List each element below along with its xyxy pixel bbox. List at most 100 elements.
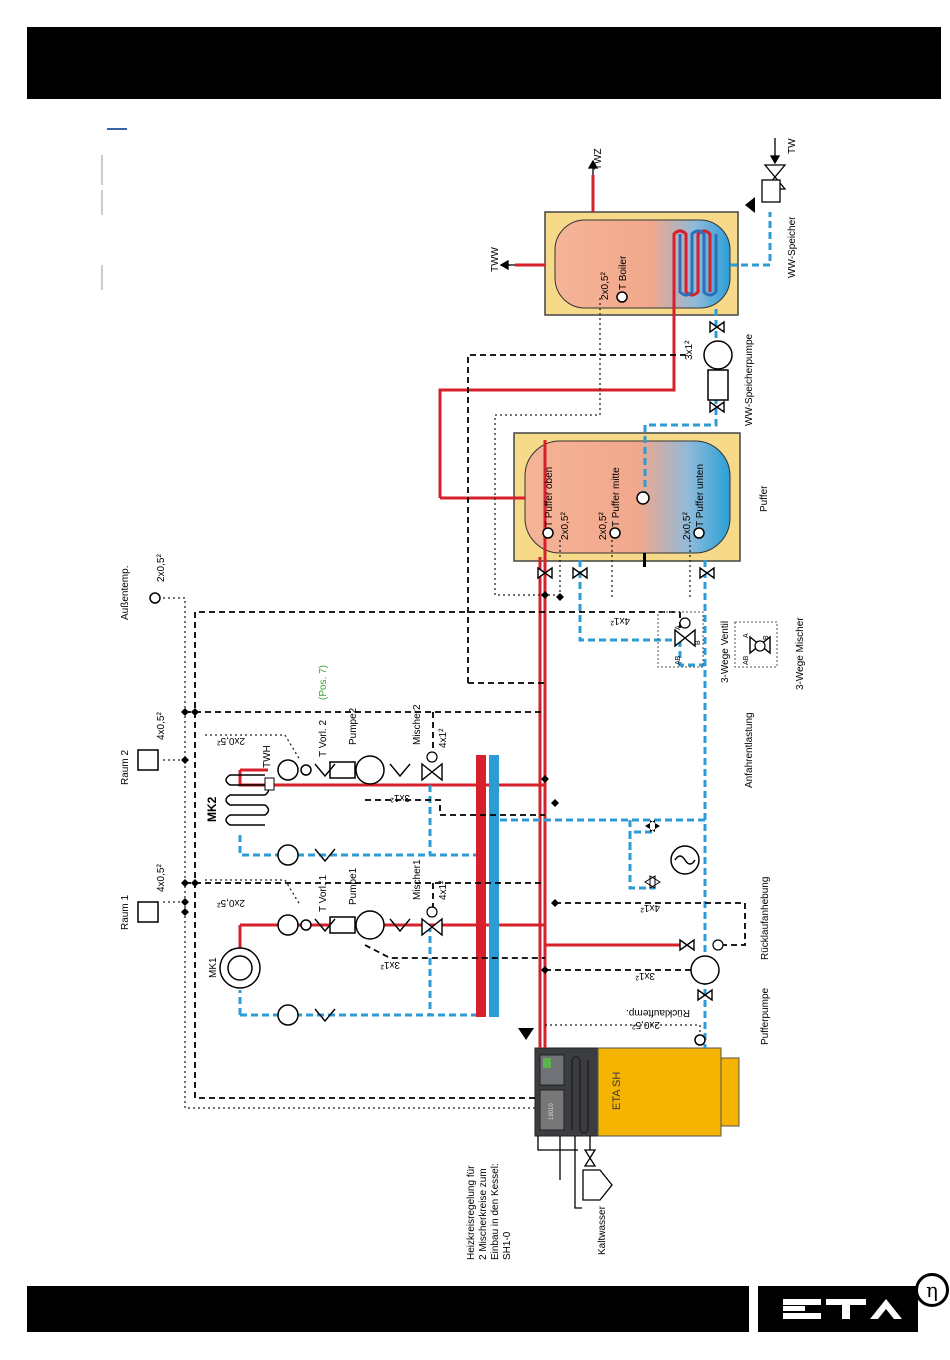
puffer-tank [513, 432, 741, 562]
label-pufferpumpe: Pufferpumpe [760, 987, 771, 1045]
label-eta-sh: ETA SH [611, 1072, 623, 1110]
label-t-puffer-mitte-cable: 2x0,5² [598, 512, 609, 540]
sensor-icon [149, 291, 706, 1046]
puffer-probe [643, 553, 646, 567]
motor-icon [426, 617, 766, 951]
flow-arrow-icon [499, 138, 781, 271]
junction-points [181, 591, 564, 974]
margin-mark [101, 190, 103, 215]
label-display-code: 19010 [549, 1103, 555, 1120]
eta-eta-symbol-icon: η [915, 1273, 949, 1307]
label-heizkreis-2: 2 Mischerkreise zum [478, 1168, 489, 1260]
label-mk2: MK2 [205, 796, 219, 822]
thermometer-icon [277, 759, 299, 1026]
pump-icon [355, 340, 733, 985]
label-boiler-cable: 2x0,5² [600, 272, 611, 300]
label-port-b: B [695, 640, 702, 645]
label-t-boiler: T Boiler [618, 255, 629, 290]
label-pumpe1: Pumpe1 [348, 867, 359, 905]
label-aussentemp-cable: 2x0,5² [156, 554, 167, 582]
label-raum2: Raum 2 [120, 750, 131, 785]
label-ww-speicherpumpe: WW-Speicherpumpe [744, 333, 755, 426]
label-ruecklauftemp: Rücklauftemp. [626, 1007, 690, 1018]
label-t-vorl2: T Vorl. 2 [318, 720, 329, 757]
heat-exchanger-wave [674, 855, 696, 865]
header-bar [27, 27, 941, 99]
label-mischer2: Mischer2 [412, 704, 423, 745]
rotated-labels: TWZ TWW TW WW-Speicher T Boiler 2x0,5² 3… [120, 138, 806, 1260]
label-twh: TWH [262, 745, 273, 768]
footer-bar [27, 1286, 749, 1332]
label-t-puffer-unten: T Puffer unten [695, 464, 706, 527]
tw-safety-valve-icon [745, 197, 755, 213]
label-raum1: Raum 1 [120, 895, 131, 930]
label-anfahrentlastung: Anfahrentlastung [744, 712, 755, 788]
sensor-lines [155, 297, 701, 1109]
drei-wege-mischer-box [734, 621, 778, 668]
label-twz: TWZ [593, 148, 604, 170]
label-mischer1: Mischer1 [412, 859, 423, 900]
drei-wege-ventil-box [657, 611, 704, 668]
label-kaltwasser: Kaltwasser [597, 1205, 608, 1255]
label-aussentemp: Außentemp. [120, 566, 131, 620]
label-puffer: Puffer [759, 485, 770, 512]
room-thermostat-icon [137, 749, 159, 923]
label-drei-wege-ventil: 3-Wege Ventil [720, 621, 731, 683]
label-mischer-port-b: B [763, 635, 770, 640]
label-ruecklauftemp-cable: 2x0,5² [632, 1019, 660, 1030]
label-pos7: (Pos. 7) [318, 665, 329, 700]
label-ww-speicher: WW-Speicher [787, 216, 798, 278]
label-mischer2-cable: 4x1² [438, 728, 449, 748]
kaltwasser-assembly [537, 1136, 613, 1209]
label-ventil-cable: 4x1² [610, 615, 630, 626]
heating-coil-cold [678, 229, 718, 297]
mk2-floor-heating-icon [225, 774, 270, 826]
label-pumpe1-cable: 3x1² [380, 959, 400, 970]
cold-pipes [238, 212, 772, 1048]
safety-valve-icon [645, 820, 660, 832]
mixer-valve-icon [421, 628, 771, 937]
margin-mark [101, 265, 103, 290]
label-t-puffer-unten-cable: 2x0,5² [682, 512, 693, 540]
label-mischer1-cable: 4x1² [438, 880, 449, 900]
label-tw: TW [787, 138, 798, 154]
label-mischer-port-ab: AB [743, 655, 750, 665]
signal-lines [185, 354, 746, 1099]
eta-logo [758, 1286, 918, 1332]
mk1-heating-circuit-icon [219, 947, 261, 989]
label-mischer-port-a: A [743, 633, 750, 638]
margin-mark [101, 155, 103, 185]
label-vorl1-cable: 2x0,5² [217, 897, 245, 908]
label-pumpe2: Pumpe2 [348, 707, 359, 745]
label-t-puffer-oben: T Puffer oben [544, 467, 555, 527]
supply-manifold [476, 755, 486, 1017]
boiler-eta-sh [534, 1047, 740, 1137]
safety-valve-icon [644, 875, 661, 889]
label-raum1-cable: 4x0,5² [156, 864, 167, 892]
tw-check-valve-icon [761, 179, 781, 203]
label-ruecklaufanhebung: Rücklaufanhebung [760, 877, 771, 960]
label-port-a: A [675, 625, 682, 630]
label-t-vorl1: T Vorl. 1 [318, 875, 329, 912]
twh-thermostat-icon [264, 777, 275, 791]
label-heizkreis-4: SH1-0 [502, 1231, 513, 1260]
label-ruecklauf-cable: 4x1² [640, 902, 660, 913]
label-tww: TWW [490, 246, 501, 272]
heating-coil [672, 229, 712, 305]
label-heizkreis-1: Heizkreisregelung für [466, 1165, 477, 1260]
label-ww-speicherpumpe-cable: 3x1² [684, 340, 695, 360]
return-manifold [489, 755, 499, 1017]
label-drei-wege-mischer: 3-Wege Mischer [795, 617, 806, 690]
label-pufferpumpe-cable: 3x1² [635, 970, 655, 981]
label-t-puffer-oben-cable: 2x0,5² [560, 512, 571, 540]
label-heizkreis-3: Einbau in den Kessel: [490, 1163, 501, 1260]
label-port-ab: AB [675, 655, 682, 665]
label-pumpe2-cable: 3x1² [390, 792, 410, 803]
label-t-puffer-mitte: T Puffer mitte [611, 467, 622, 527]
margin-mark [107, 128, 127, 130]
eta-logo-graphic [783, 1299, 902, 1319]
label-vorl2-cable: 2x0,5² [217, 735, 245, 746]
label-raum2-cable: 4x0,5² [156, 712, 167, 740]
valve-icon [314, 320, 725, 1023]
